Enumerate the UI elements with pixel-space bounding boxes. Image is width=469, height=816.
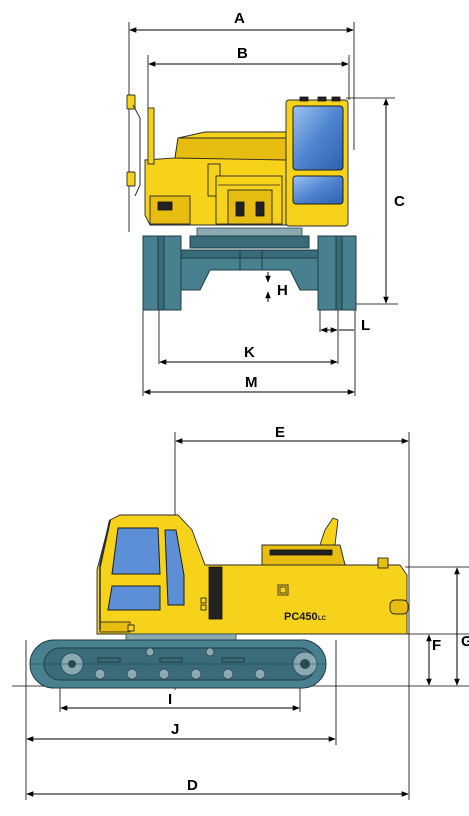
dim-label-e: E	[275, 424, 285, 441]
dim-label-b: B	[237, 45, 248, 62]
dim-label-a: A	[234, 10, 245, 27]
dim-label-g: G	[461, 633, 469, 650]
model-name: PC450	[284, 611, 318, 623]
dim-label-l: L	[361, 317, 370, 334]
side-view: PC450 LC	[12, 432, 469, 800]
front-dimensions: A B C H L K M	[129, 10, 405, 395]
dim-label-i: I	[168, 691, 172, 708]
dim-label-f: F	[432, 637, 441, 654]
dim-label-j: J	[171, 721, 179, 738]
model-suffix: LC	[318, 616, 327, 622]
dim-label-c: C	[394, 193, 405, 210]
dim-label-d: D	[187, 777, 198, 794]
side-dimensions: E G F I J D	[26, 424, 469, 797]
dim-label-m: M	[245, 374, 258, 391]
dim-label-h: H	[277, 282, 288, 299]
dim-label-k: K	[244, 344, 255, 361]
front-view	[126, 22, 398, 396]
